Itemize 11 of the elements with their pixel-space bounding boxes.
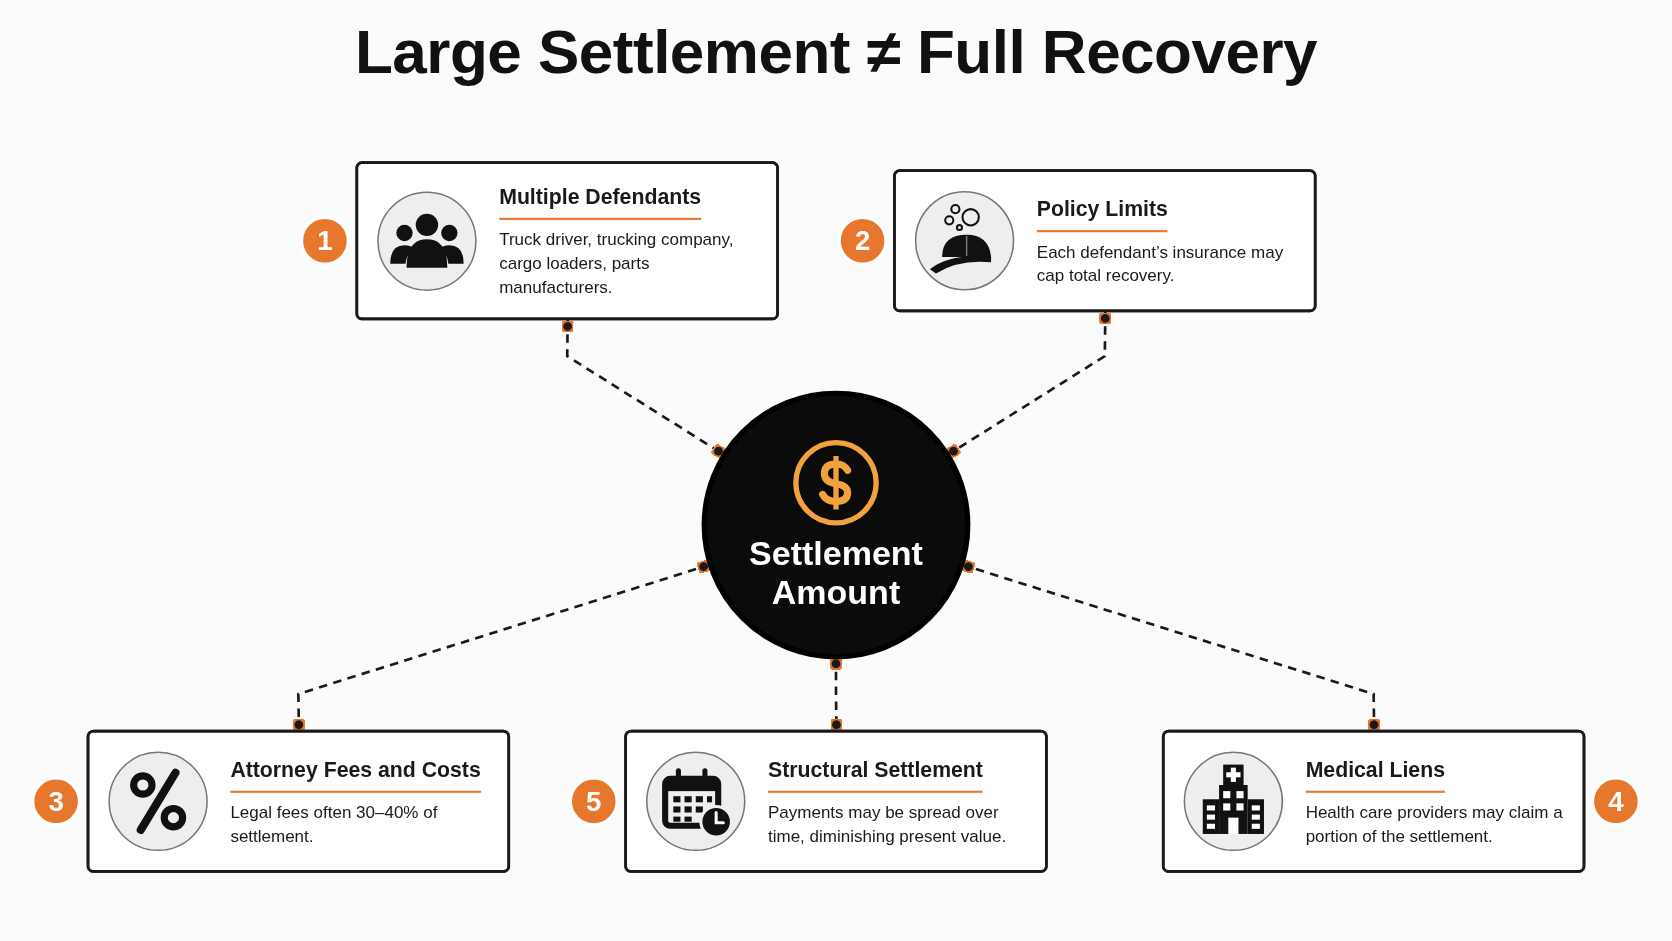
- title: Large Settlement ≠ Full Recovery: [354, 16, 1318, 88]
- info-card: Policy Limits Each defendant’s insurance may cap total recovery.: [893, 169, 1317, 313]
- dashed-connector: [560, 319, 726, 459]
- dashed-connector: [961, 559, 1382, 732]
- dashed-connector: [946, 311, 1113, 459]
- center-circle: Settlement Amount: [701, 390, 971, 660]
- dashed-connector: [291, 559, 711, 732]
- info-card: Multiple Defendants Truck driver, trucking company, cargo loaders, parts manufacturers.: [355, 161, 779, 321]
- info-card: Structural Settlement Payments may be spread over time, diminishing present value.: [624, 729, 1048, 873]
- info-card: Medical Liens Health care providers may claim a portion of the settlement.: [1161, 729, 1586, 873]
- info-card: Attorney Fees and Costs Legal fees often 30–40% of settlement.: [86, 729, 511, 873]
